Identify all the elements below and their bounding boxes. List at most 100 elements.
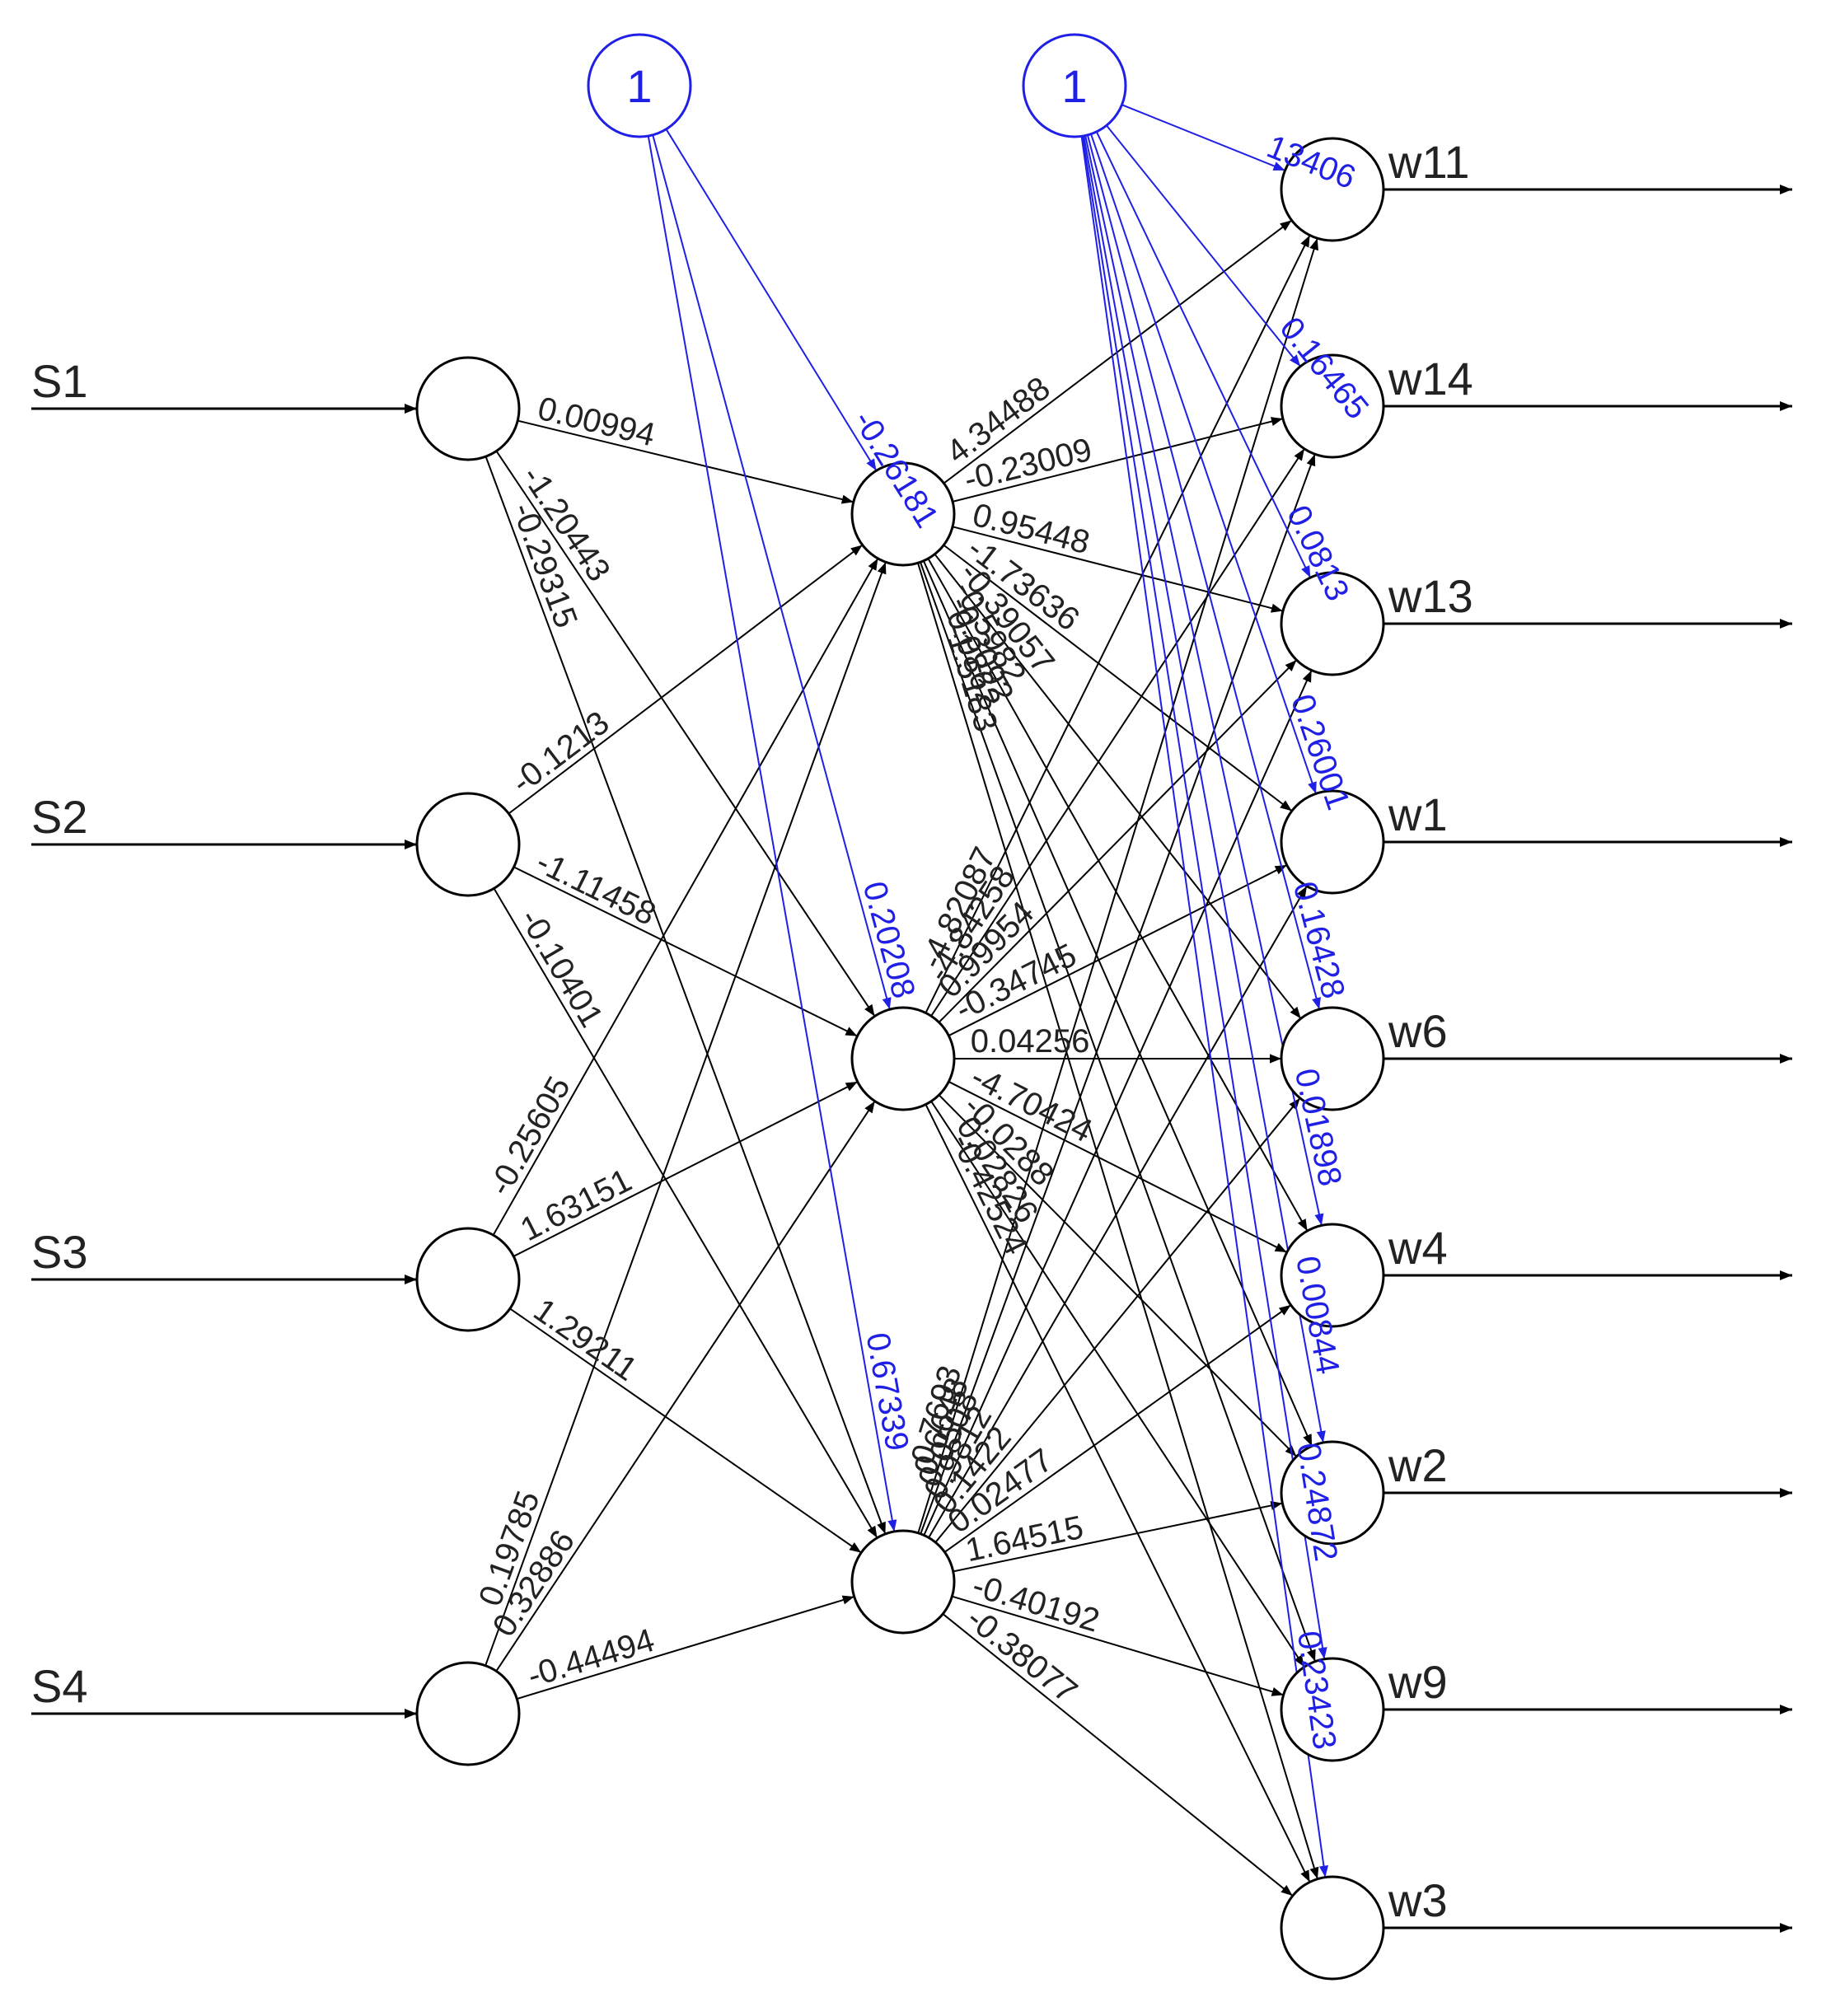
hidden-node-2: [850, 1006, 956, 1111]
edge-hidden-1-output-2: [952, 417, 1284, 503]
output-node-7: [1280, 1440, 1385, 1546]
bias-edge-output-9: [1080, 136, 1329, 1878]
bias-edge-output-3: [1095, 131, 1312, 578]
edge-hidden-3-output-2: [920, 453, 1316, 1535]
input-node-4: [415, 1661, 521, 1766]
input-name-s3: S3: [31, 1226, 88, 1278]
bias-edge-output-2: [1106, 124, 1301, 367]
neurons: [415, 33, 1385, 1981]
output-node-4: [1280, 789, 1385, 895]
output-node-9: [1280, 1875, 1385, 1981]
weight-label-input-4-hidden-3: -0.44494: [523, 1622, 658, 1695]
edge-hidden-2-output-2: [930, 448, 1305, 1017]
hidden-node-3: [850, 1529, 956, 1635]
bias-edge-hidden-1: [665, 129, 878, 471]
weight-label-input-3-hidden-3: 1.29211: [527, 1292, 644, 1388]
edge-hidden-3-output-5: [934, 1097, 1301, 1543]
bias-node-label-2: 1: [1061, 60, 1087, 112]
edge-hidden-3-output-4: [928, 886, 1308, 1538]
edge-hidden-3-output-8: [952, 1595, 1284, 1696]
edge-hidden-2-output-9: [925, 1104, 1311, 1883]
bias-node-2: [1022, 33, 1127, 138]
edge-hidden-2-output-3: [938, 659, 1298, 1023]
edge-hidden-3-output-7: [953, 1500, 1283, 1573]
bias-edge-output-8: [1081, 136, 1327, 1659]
output-name-w3: w3: [1388, 1874, 1448, 1926]
output-name-w13: w13: [1388, 570, 1473, 622]
edge-input-1-hidden-2: [495, 450, 876, 1017]
output-name-w1: w1: [1388, 788, 1448, 840]
bias-label-hidden-3: 0.67339: [859, 1330, 915, 1453]
bias-edge-output-5: [1086, 134, 1321, 1010]
weight-label-input-3-hidden-1: -0.25605: [482, 1070, 578, 1201]
bias-edge-output-4: [1090, 133, 1317, 794]
weight-label-hidden-2-output-5: 0.04256: [971, 1023, 1090, 1059]
edge-input-3-hidden-2: [513, 1081, 859, 1257]
bias-label-output-4: 0.26001: [1284, 690, 1356, 814]
edge-input-3-hidden-1: [492, 558, 879, 1236]
weight-label-input-2-hidden-3: -0.10401: [513, 903, 610, 1033]
output-name-w11: w11: [1388, 136, 1470, 188]
edge-hidden-1-output-1: [943, 219, 1293, 484]
input-node-3: [415, 1227, 521, 1332]
edge-hidden-1-output-9: [917, 563, 1319, 1879]
weight-label-input-2-hidden-1: -0.1213: [505, 704, 616, 801]
edge-hidden-3-output-6: [943, 1304, 1292, 1553]
weight-label-input-3-hidden-2: 1.63151: [515, 1162, 638, 1249]
output-name-w4: w4: [1388, 1222, 1448, 1274]
input-output-lines: [31, 185, 1792, 1933]
input-name-s1: S1: [31, 355, 88, 407]
edge-input-2-hidden-3: [493, 887, 878, 1539]
edge-hidden-1-output-4: [943, 544, 1293, 812]
edge-hidden-3-output-3: [923, 670, 1313, 1536]
output-node-8: [1280, 1657, 1385, 1762]
bias-edges: [647, 104, 1329, 1878]
bias-label-output-3: 0.0813: [1280, 500, 1356, 606]
edge-hidden-2-output-7: [938, 1094, 1298, 1457]
bias-node-1: [587, 33, 692, 138]
bias-edge-hidden-2: [652, 134, 892, 1010]
edge-hidden-1-output-6: [927, 558, 1309, 1232]
input-name-s4: S4: [31, 1660, 88, 1712]
weight-label-input-1-hidden-1: 0.00994: [534, 391, 658, 454]
input-node-2: [415, 792, 521, 897]
output-name-w6: w6: [1388, 1005, 1448, 1057]
output-name-w2: w2: [1388, 1439, 1448, 1491]
bias-node-label-1: 1: [626, 60, 652, 112]
edge-input-2-hidden-1: [508, 544, 864, 815]
edge-input-2-hidden-2: [513, 866, 858, 1037]
edge-input-1-hidden-3: [485, 456, 887, 1535]
bias-edge-output-6: [1084, 135, 1324, 1226]
input-node-1: [415, 356, 521, 461]
hidden-node-1: [850, 461, 956, 567]
edge-input-1-hidden-1: [517, 419, 854, 504]
output-node-2: [1280, 353, 1385, 459]
edge-hidden-2-output-6: [948, 1081, 1288, 1253]
bias-edge-output-7: [1083, 135, 1326, 1443]
edge-input-4-hidden-3: [517, 1595, 854, 1700]
edge-hidden-1-output-7: [922, 560, 1313, 1447]
input-name-s2: S2: [31, 791, 88, 843]
output-node-1: [1280, 137, 1385, 242]
output-node-5: [1280, 1006, 1385, 1111]
edge-hidden-2-output-8: [930, 1101, 1305, 1668]
bias-label-hidden-2: 0.20208: [856, 877, 922, 1002]
edge-input-3-hidden-3: [509, 1307, 862, 1554]
output-node-3: [1280, 571, 1385, 676]
output-name-w14: w14: [1388, 353, 1473, 405]
edge-hidden-1-output-8: [920, 562, 1316, 1662]
edge-hidden-3-output-9: [942, 1613, 1294, 1897]
edge-hidden-2-output-1: [925, 235, 1311, 1013]
bias-edge-output-1: [1121, 104, 1285, 171]
bias-edge-hidden-3: [647, 135, 897, 1532]
output-node-6: [1280, 1223, 1385, 1328]
bias-label-output-5: 0.16428: [1286, 877, 1352, 1002]
weight-labels: 0.00994-1.20443-0.29315-0.1213-1.11458-0…: [472, 129, 1375, 1752]
edge-input-4-hidden-2: [495, 1101, 876, 1672]
weight-edges: [485, 219, 1319, 1897]
edge-hidden-1-output-5: [934, 554, 1302, 1019]
output-name-w9: w9: [1388, 1656, 1448, 1708]
edge-hidden-2-output-4: [948, 864, 1288, 1036]
